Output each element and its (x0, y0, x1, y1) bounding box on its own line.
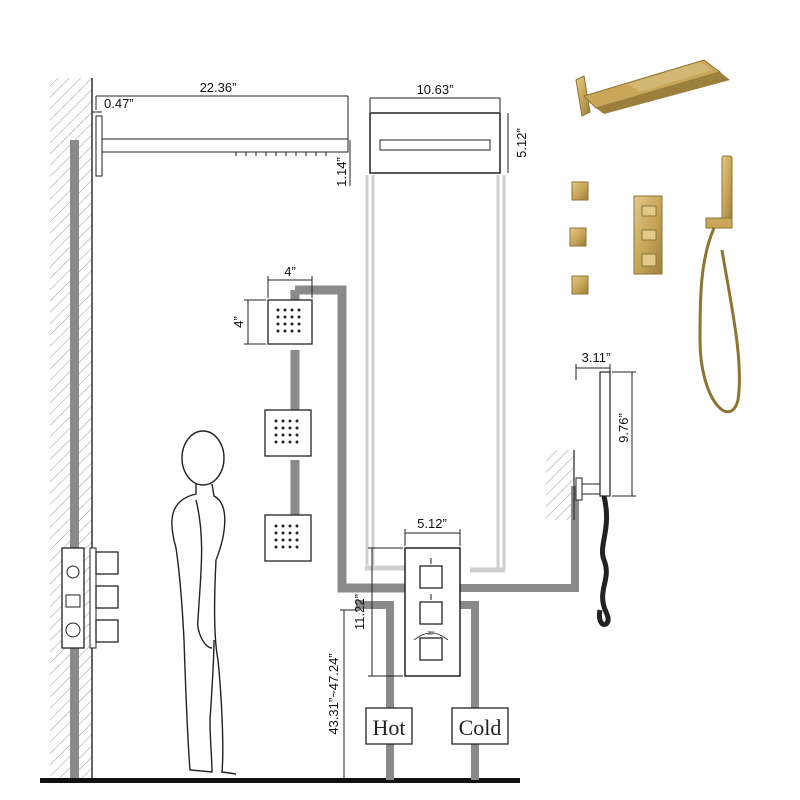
temp-mark-label: 38° (427, 631, 435, 637)
floor (40, 778, 520, 783)
hand-height-label: 9.76” (616, 413, 631, 443)
jet-width-label: 4” (284, 264, 296, 279)
wall-offset-label: 0.47” (104, 96, 134, 111)
pipes (290, 175, 580, 780)
hand-shower-wall-section (546, 450, 575, 520)
valve-height-label: 11.22” (352, 594, 367, 630)
valve-side-view (61, 547, 119, 649)
thermostatic-valve-icon (633, 195, 663, 275)
jet-height-label: 4” (231, 316, 246, 328)
body-jet-middle (264, 409, 312, 457)
human-figure-icon (171, 430, 237, 775)
head-thickness-label: 1.14” (334, 157, 349, 187)
body-jet-top (267, 299, 313, 345)
body-jet-bottom (264, 514, 312, 562)
arm-length-label: 22.36” (200, 80, 237, 95)
hand-shower-drawing (575, 371, 611, 627)
hand-shower-icon (698, 155, 741, 414)
rain-shower-head-icon (575, 59, 730, 117)
hand-width-label: 3.11” (582, 350, 611, 365)
head-width-label: 10.63” (417, 82, 454, 97)
body-jet-icon (569, 181, 589, 295)
hot-label: Hot (373, 715, 406, 740)
left-wall (50, 78, 93, 780)
wall-pipe (70, 140, 79, 780)
dim-arm-length (95, 95, 349, 140)
cold-label: Cold (459, 715, 502, 740)
cold-label-box (451, 707, 509, 745)
hot-label-box (365, 707, 413, 745)
valve-install-height-label: 43.31”~47.24” (326, 653, 341, 734)
valve-width-label: 5.12” (417, 516, 447, 531)
rain-head-front-view (369, 112, 501, 174)
head-height-label: 5.12” (514, 128, 529, 158)
thermostatic-valve-front (404, 547, 461, 677)
shower-arm-side-view (95, 115, 349, 177)
